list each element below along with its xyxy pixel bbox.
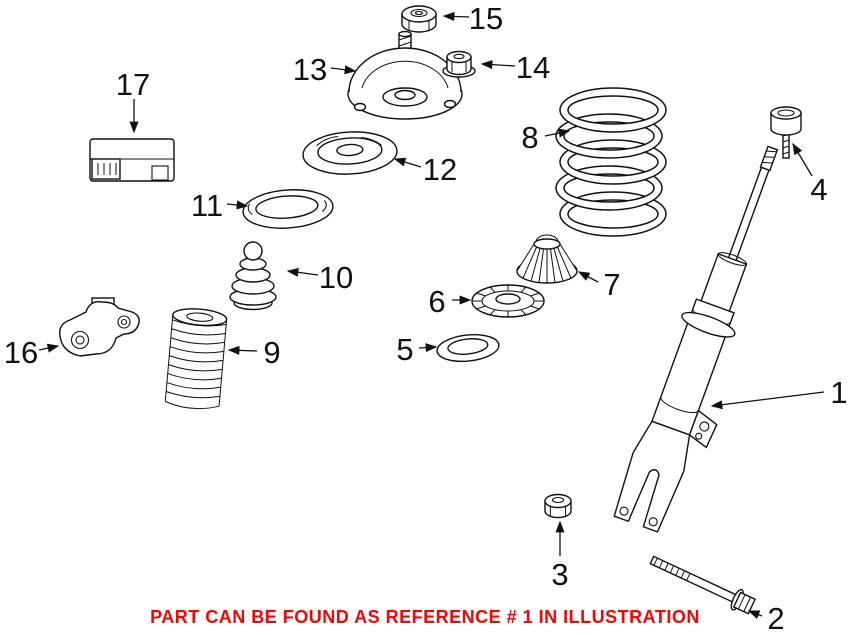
part-label-16: 16 bbox=[4, 335, 38, 370]
part-label-10: 10 bbox=[319, 260, 353, 295]
reference-note: PART CAN BE FOUND AS REFERENCE # 1 IN IL… bbox=[150, 607, 700, 627]
leader-14 bbox=[480, 60, 516, 70]
leader-4 bbox=[792, 142, 813, 177]
leader-15 bbox=[442, 11, 470, 21]
part-12-spring-plate bbox=[302, 131, 398, 175]
part-label-9: 9 bbox=[263, 335, 280, 370]
part-14-flange-nut bbox=[442, 50, 476, 78]
part-17-control-module bbox=[89, 138, 175, 182]
part-label-11: 11 bbox=[191, 188, 223, 223]
part-8-coil-spring bbox=[555, 87, 667, 237]
leader-12 bbox=[393, 157, 422, 168]
part-7-bump-stop-cone bbox=[516, 234, 578, 284]
leader-1 bbox=[710, 391, 825, 410]
part-16-bracket bbox=[59, 297, 140, 357]
part-3-nut bbox=[544, 493, 572, 519]
leader-16 bbox=[38, 343, 60, 353]
part-label-2: 2 bbox=[767, 601, 784, 635]
part-label-5: 5 bbox=[396, 332, 413, 367]
leader-2 bbox=[747, 610, 763, 619]
part-13-strut-mount bbox=[347, 30, 463, 120]
part-label-6: 6 bbox=[428, 284, 445, 319]
leader-5 bbox=[418, 343, 438, 353]
part-label-13: 13 bbox=[293, 52, 327, 87]
leader-13 bbox=[330, 65, 357, 75]
leader-lines bbox=[38, 11, 825, 619]
part-label-1: 1 bbox=[830, 375, 847, 410]
part-1-strut bbox=[613, 145, 779, 533]
leader-9 bbox=[227, 345, 258, 355]
part-labels: 1 2 3 4 5 6 7 8 9 10 11 12 13 14 15 16 1… bbox=[4, 1, 848, 635]
part-9-dust-boot bbox=[164, 308, 228, 410]
part-2-bolt bbox=[649, 555, 757, 615]
part-label-17: 17 bbox=[116, 67, 150, 102]
part-label-7: 7 bbox=[603, 267, 620, 302]
part-label-14: 14 bbox=[516, 50, 550, 85]
part-4-rod-cap bbox=[770, 106, 802, 159]
part-11-gasket bbox=[242, 189, 334, 229]
leader-8 bbox=[544, 128, 571, 138]
part-10-buffer bbox=[229, 241, 277, 311]
part-5-seal-ring bbox=[436, 333, 500, 363]
leader-10 bbox=[286, 267, 319, 277]
part-label-3: 3 bbox=[551, 557, 568, 592]
part-label-12: 12 bbox=[423, 152, 457, 187]
part-6-spring-pad bbox=[471, 284, 545, 318]
part-label-4: 4 bbox=[810, 172, 827, 207]
part-label-8: 8 bbox=[521, 120, 538, 155]
leader-7 bbox=[577, 271, 599, 283]
part-label-15: 15 bbox=[469, 1, 503, 36]
part-15-hex-nut bbox=[401, 5, 437, 33]
leader-11 bbox=[226, 200, 249, 210]
